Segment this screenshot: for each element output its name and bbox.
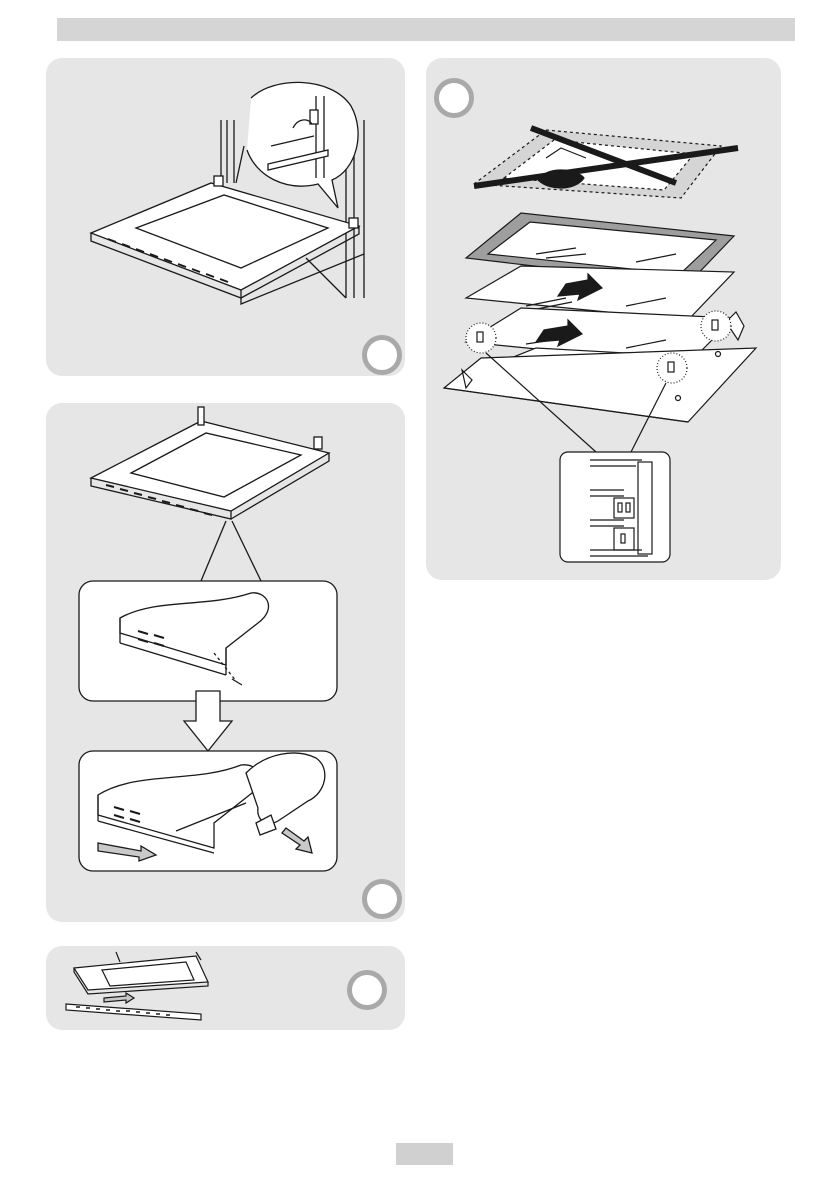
illustration-door-open — [46, 58, 405, 376]
page-number-tab — [396, 1143, 453, 1165]
illustration-glass-layers — [426, 58, 781, 580]
step-number-circle — [434, 78, 474, 118]
panel-remove-trim — [46, 403, 405, 922]
header-bar — [57, 18, 795, 41]
step-number-circle — [362, 335, 402, 375]
panel-door-open — [46, 58, 405, 376]
illustration-remove-trim — [46, 403, 405, 922]
step-number-circle — [362, 879, 402, 919]
panel-trim-off — [46, 946, 405, 1030]
step-number-circle — [347, 970, 387, 1010]
panel-glass-layers — [426, 58, 781, 580]
